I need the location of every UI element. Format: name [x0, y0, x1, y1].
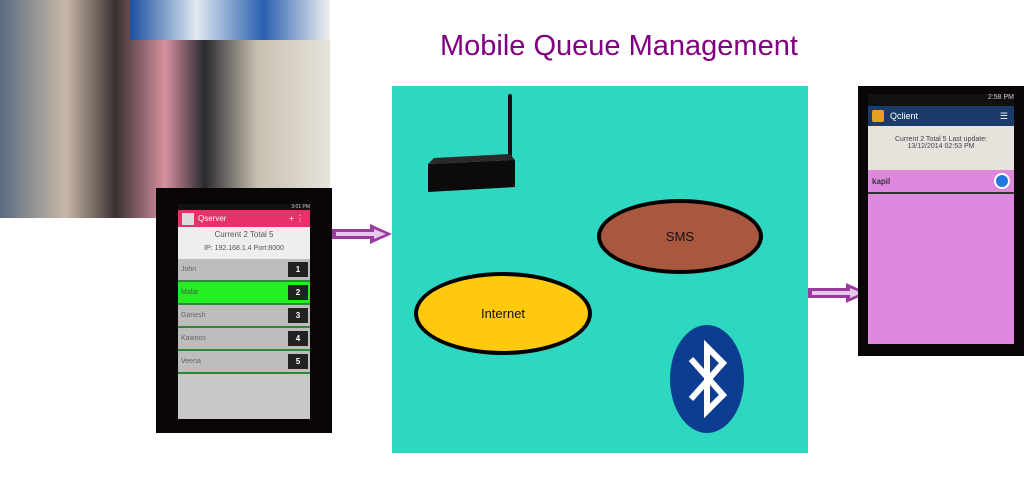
add-icon[interactable]: + ⋮	[289, 214, 304, 223]
last-update: 13/12/2014 02:53 PM	[907, 143, 975, 150]
server-address: IP: 192.168.1.4 Port:8000	[204, 245, 284, 252]
client-app-bar: Qclient ☰	[868, 106, 1014, 126]
status-bar: 3:01 PM	[178, 204, 310, 210]
client-phone: 2:58 PM Qclient ☰ Current 2 Total 5 Last …	[858, 86, 1024, 356]
queue-summary: Current 2 Total 5 Last update:	[894, 136, 988, 143]
queue-summary: Current 2 Total 5	[214, 230, 274, 239]
page-title: Mobile Queue Management	[440, 30, 798, 62]
client-entry[interactable]: kapil	[868, 170, 1014, 194]
sms-label: SMS	[665, 229, 695, 244]
server-phone: 3:01 PM Qserver + ⋮ Current 2 Total 5 IP:…	[156, 188, 332, 433]
arrow-right-icon	[332, 224, 392, 244]
menu-icon[interactable]: ☰	[999, 110, 1008, 121]
app-icon	[182, 212, 194, 225]
wifi-router-icon	[428, 94, 515, 192]
app-icon	[872, 110, 884, 122]
status-dot-icon	[994, 173, 1010, 189]
bluetooth-icon	[670, 325, 744, 433]
arrow-right-icon	[808, 283, 868, 303]
internet-label: Internet	[480, 306, 526, 321]
status-bar: 2:58 PM	[868, 94, 1014, 106]
sms-ellipse: SMS	[597, 199, 763, 274]
app-name: Qclient	[890, 111, 919, 121]
queue-crowd-photo	[0, 0, 330, 218]
app-name: Qserver	[198, 214, 227, 223]
server-app-bar: Qserver + ⋮	[178, 210, 310, 227]
internet-ellipse: Internet	[414, 272, 592, 355]
